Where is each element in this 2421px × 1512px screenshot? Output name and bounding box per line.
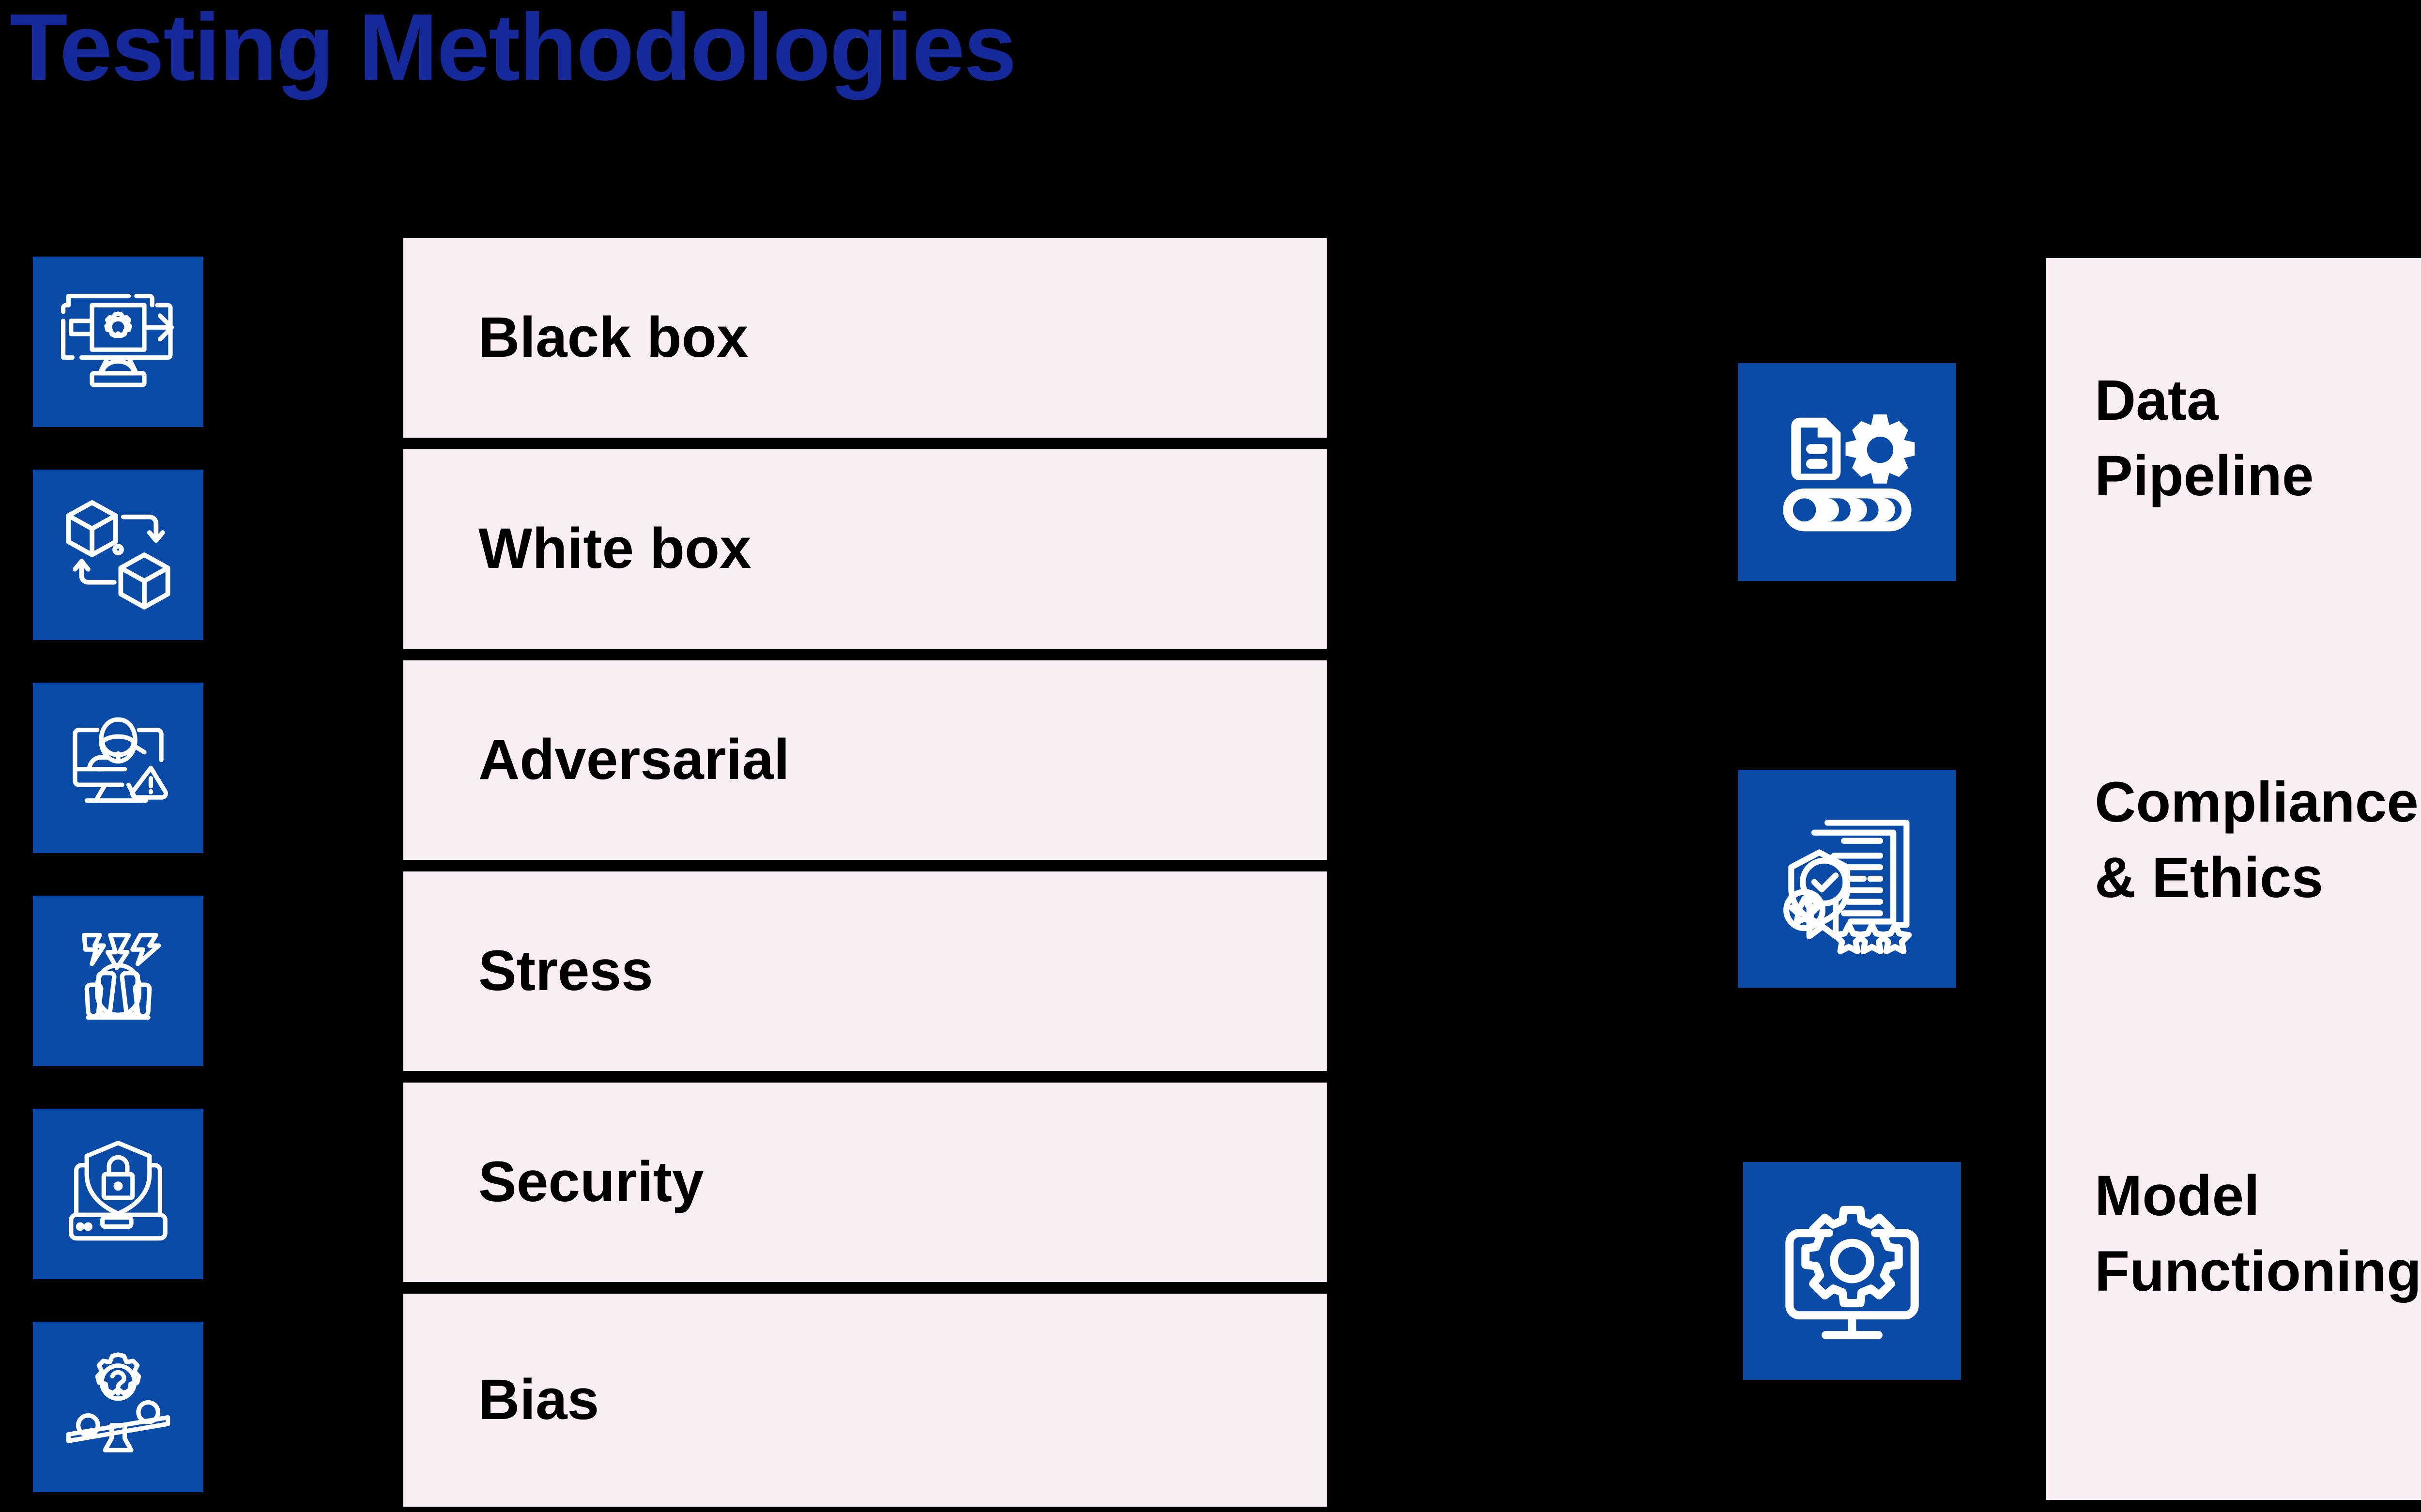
determining-factors-panel: Data Pipeline Compliance & Ethics Model … [2046,258,2421,1500]
testing-methodologies-column: Testing Methodologies [10,0,1327,1507]
gear-question-seesaw-icon [33,1322,203,1492]
list-item[interactable]: Bias [403,1294,1327,1507]
factor-label-model-functioning: Model Functioning [2095,1164,2421,1303]
certificate-badge-stars-icon [1738,770,1956,988]
list-item[interactable]: Adversarial [403,660,1327,860]
row-label: White box [478,517,751,581]
monitor-gear-icon [1743,1162,1961,1380]
row-label: Adversarial [478,728,790,792]
hacker-monitor-warning-icon [33,683,203,853]
cubes-cycle-icon [33,470,203,640]
laptop-shield-lock-icon [33,1109,203,1279]
document-gear-pipeline-icon [1738,363,1956,581]
stressed-person-lightning-icon [33,896,203,1066]
list-item[interactable]: White box [403,449,1327,649]
row-label: Bias [478,1368,599,1432]
list-item[interactable]: Black box [403,238,1327,438]
monitor-gear-arrows-icon [33,257,203,427]
row-label: Black box [478,305,749,370]
row-label: Security [478,1150,704,1214]
list-item[interactable]: Stress [403,871,1327,1071]
page-title-testing-methodologies: Testing Methodologies [10,0,1017,100]
list-item[interactable]: Security [403,1083,1327,1282]
factor-label-data-pipeline: Data Pipeline [2095,368,2314,508]
factor-label-compliance-ethics: Compliance & Ethics [2095,770,2419,910]
row-label: Stress [478,939,653,1003]
